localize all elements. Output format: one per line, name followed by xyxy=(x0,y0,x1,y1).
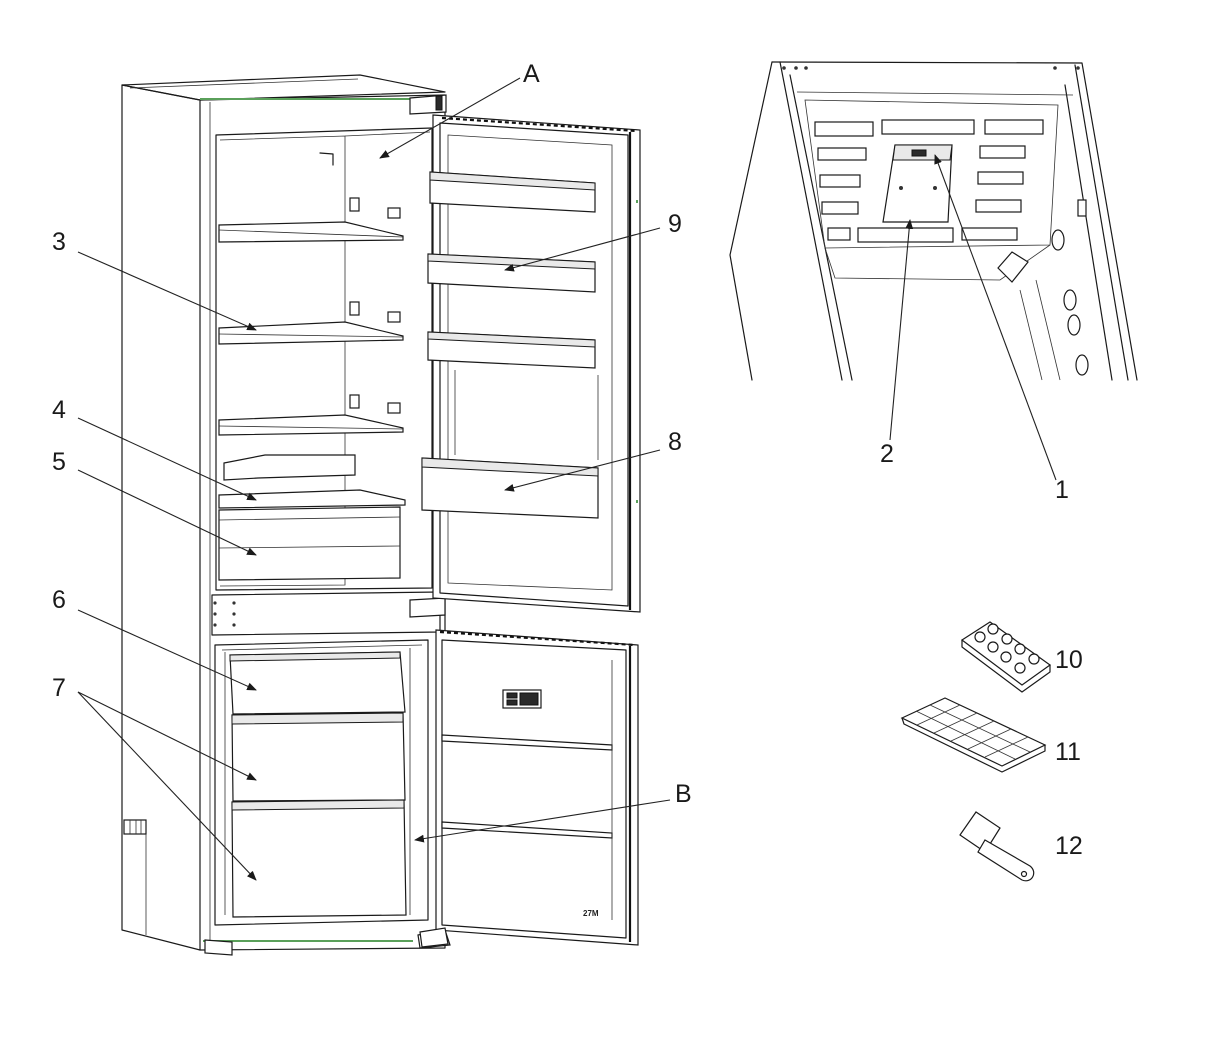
door-panel-code: 27M xyxy=(583,909,599,918)
freezer-drawer xyxy=(231,712,406,802)
callout-12: 12 xyxy=(1055,832,1083,860)
door-balcony xyxy=(427,253,596,293)
control-panel-label xyxy=(502,689,542,709)
door-balcony xyxy=(429,171,596,213)
side-rail-knobs xyxy=(1051,199,1089,376)
fridge-compartment xyxy=(215,127,433,591)
callout-6: 6 xyxy=(52,586,66,614)
callout-3: 3 xyxy=(52,228,66,256)
ice-cube-tray xyxy=(900,697,1047,773)
divider-panel xyxy=(211,591,446,636)
freezer-drawer xyxy=(231,799,407,918)
glass-shelf xyxy=(218,221,404,243)
ice-maker-inset xyxy=(729,61,1138,381)
ice-maker-unit xyxy=(882,144,953,223)
callout-8: 8 xyxy=(668,428,682,456)
crisper-cover xyxy=(218,489,406,509)
callout-B: B xyxy=(675,780,692,808)
side-vent xyxy=(123,819,147,935)
glass-shelf xyxy=(218,414,404,436)
freezer-drawer xyxy=(229,651,406,715)
glass-shelf xyxy=(218,321,404,345)
ice-scraper xyxy=(959,811,1035,882)
top-hinge xyxy=(409,94,447,115)
bottle-balcony xyxy=(421,457,599,519)
door-balcony xyxy=(427,331,596,369)
shelf-supports xyxy=(349,197,401,414)
callout-11: 11 xyxy=(1055,738,1081,766)
callout-1: 1 xyxy=(1055,476,1069,504)
callout-4: 4 xyxy=(52,396,66,424)
freezer-door: 27M xyxy=(419,629,639,948)
callout-5: 5 xyxy=(52,448,66,476)
callout-9: 9 xyxy=(668,210,682,238)
callout-7: 7 xyxy=(52,674,66,702)
egg-tray xyxy=(960,621,1052,693)
callout-10: 10 xyxy=(1055,646,1083,674)
fridge-door xyxy=(421,114,641,613)
crisper-drawer xyxy=(218,506,401,581)
freezer-compartment xyxy=(214,639,429,926)
callout-labels: A B 1 2 3 4 5 6 7 8 9 10 11 12 xyxy=(52,60,1083,860)
vent-slots xyxy=(814,119,1044,243)
callout-A: A xyxy=(523,60,540,88)
leader-lines xyxy=(77,77,1057,881)
callout-2: 2 xyxy=(880,440,894,468)
